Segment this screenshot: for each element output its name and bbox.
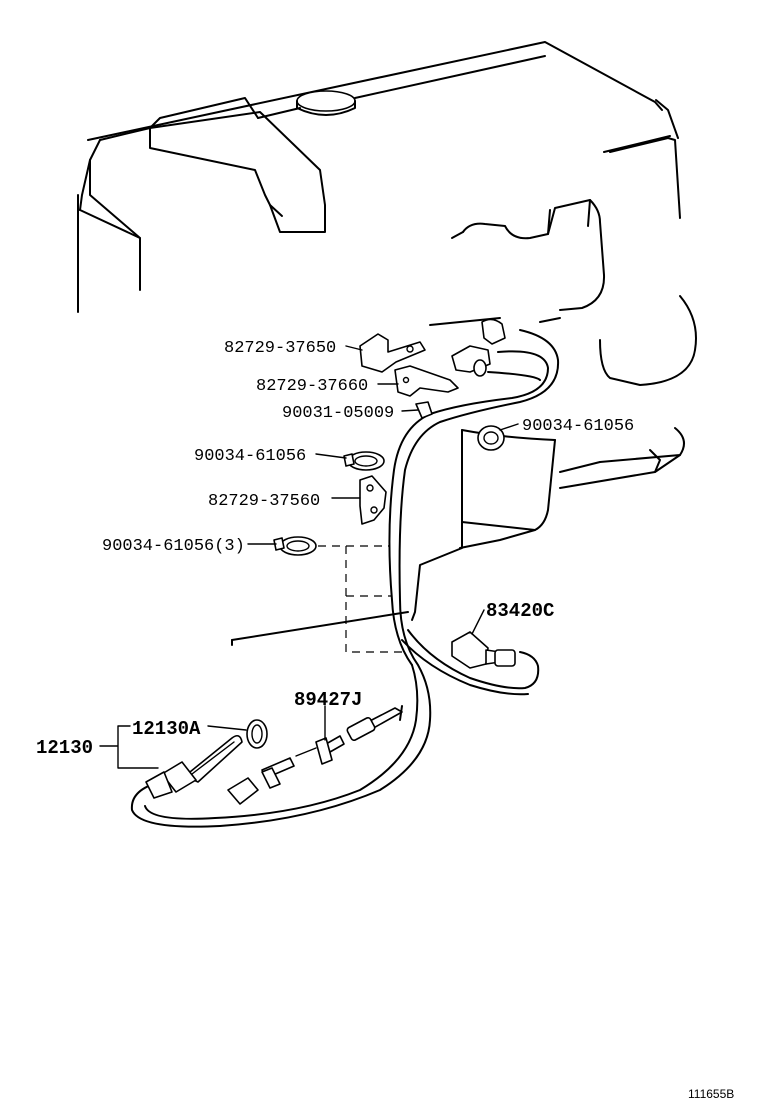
label-90031-05009: 90031-05009 <box>282 404 394 423</box>
label-90034-61056-x3: 90034-61056(3) <box>102 537 245 556</box>
bracket-82729-37660 <box>394 365 459 397</box>
heater-12130 <box>145 734 243 799</box>
clamp-90034-61056-left <box>343 451 385 471</box>
bracket-82729-37650 <box>359 333 426 373</box>
label-83420C: 83420C <box>486 600 554 622</box>
label-82729-37560: 82729-37560 <box>208 492 320 511</box>
label-90034-61056-right: 90034-61056 <box>522 417 634 436</box>
label-12130: 12130 <box>36 737 93 759</box>
label-90034-61056-left: 90034-61056 <box>194 447 306 466</box>
figure-number: 111655B <box>688 1087 734 1101</box>
bracket-82729-37560 <box>359 475 387 525</box>
sensor-89427J <box>227 707 403 805</box>
sensor-connector-top <box>451 318 506 377</box>
bolt-90031-05009 <box>415 401 433 419</box>
engine-outline <box>77 41 697 646</box>
o-ring-12130A <box>246 719 268 749</box>
part-labels: 82729-37650 82729-37660 90031-05009 9003… <box>36 339 634 759</box>
clamp-group-bracket <box>318 545 405 653</box>
label-12130A: 12130A <box>132 718 201 740</box>
sensor-83420C <box>451 631 516 669</box>
label-89427J: 89427J <box>294 689 362 711</box>
label-82729-37650: 82729-37650 <box>224 339 336 358</box>
label-82729-37660: 82729-37660 <box>256 377 368 396</box>
clamp-90034-61056-right <box>477 425 505 451</box>
clamp-90034-61056-x3 <box>273 536 317 556</box>
leader-lines <box>99 345 519 769</box>
